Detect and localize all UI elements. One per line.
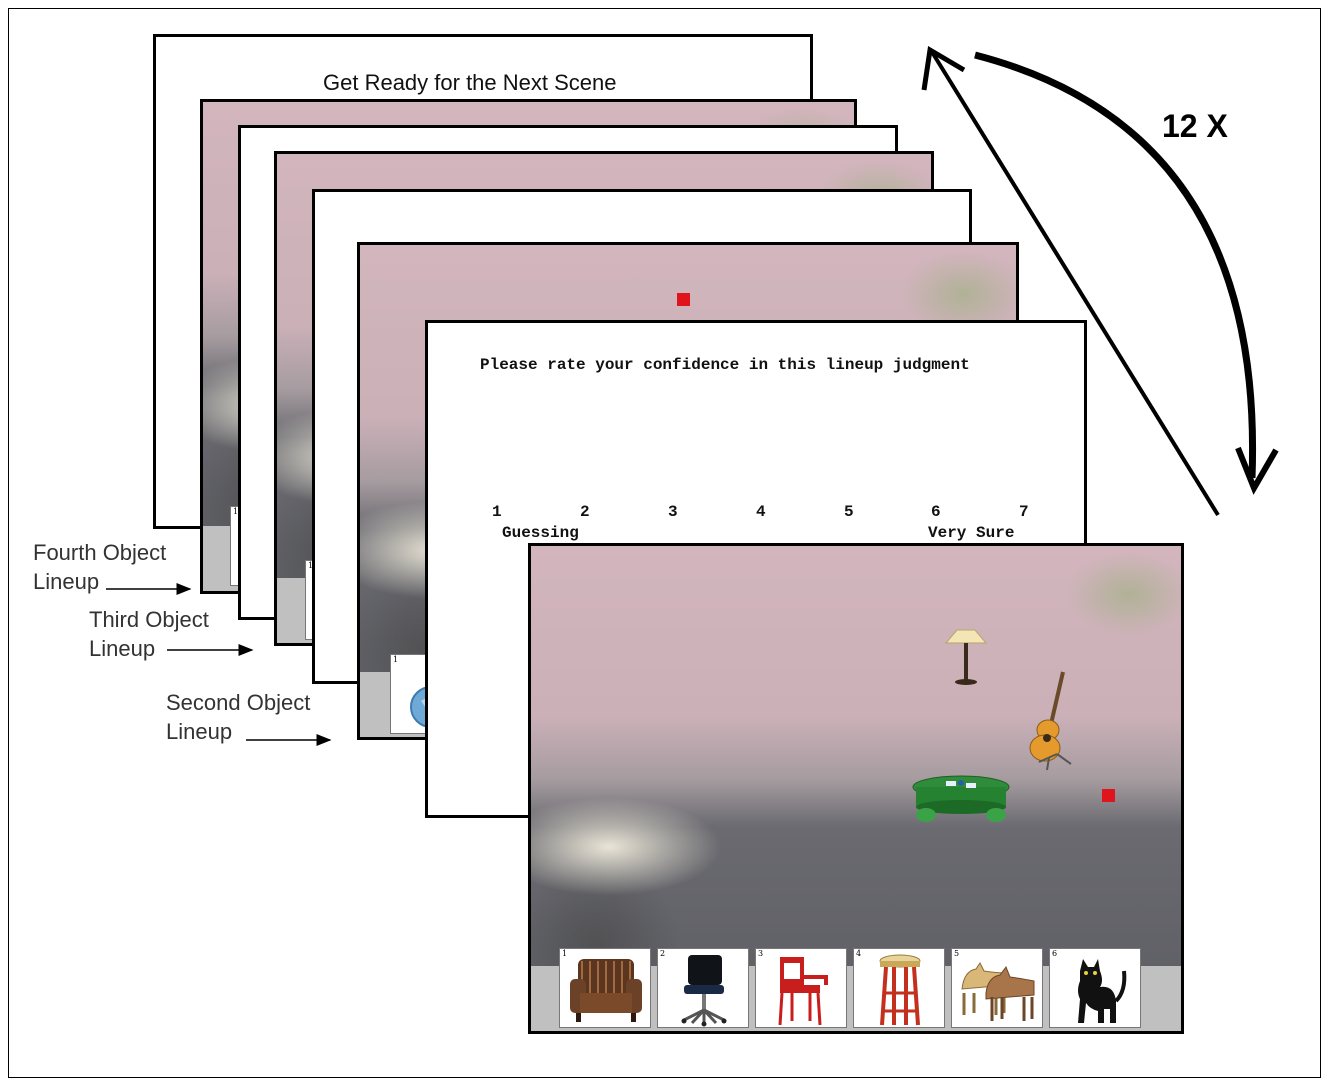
green-table-icon [912, 775, 1010, 822]
scale-high-anchor: Very Sure [928, 524, 1015, 542]
armchair-icon [570, 959, 642, 1022]
third-label-line1: Third Object [89, 607, 209, 632]
scale-low-anchor: Guessing [502, 524, 579, 542]
figure-frame [8, 8, 1321, 1078]
fourth-label-line1: Fourth Object [33, 540, 167, 565]
office-chair-icon [681, 955, 727, 1027]
lineup-number: 6 [1052, 949, 1058, 958]
scale-7[interactable]: 7 [1019, 503, 1029, 521]
lineup-number: 1 [233, 507, 239, 516]
lineup-item-4[interactable]: 4 [853, 948, 945, 1028]
third-object-label: Third Object Lineup [89, 605, 209, 663]
guitar-icon [1029, 671, 1072, 771]
second-label-line1: Second Object [166, 690, 311, 715]
lineup-number: 1 [308, 561, 314, 570]
lineup-number: 3 [758, 949, 764, 958]
red-chair-icon [778, 957, 828, 1026]
scale-3[interactable]: 3 [668, 503, 678, 521]
lineup-item-2[interactable]: 2 [657, 948, 749, 1028]
scale-5[interactable]: 5 [844, 503, 854, 521]
scale-6[interactable]: 6 [931, 503, 941, 521]
black-cat-icon [1078, 959, 1127, 1023]
scale-1[interactable]: 1 [492, 503, 502, 521]
scale-4[interactable]: 4 [756, 503, 766, 521]
lineup-number: 1 [393, 655, 399, 664]
fourth-object-label: Fourth Object Lineup [33, 538, 166, 596]
scene-screen-1: 1 2 3 4 [528, 543, 1184, 1034]
repeat-label: 12 X [1162, 108, 1228, 144]
lineup-number: 2 [660, 949, 666, 958]
lineup-number: 5 [954, 949, 960, 958]
third-label-line2: Lineup [89, 636, 156, 661]
get-ready-title: Get Ready for the Next Scene [323, 70, 617, 95]
lineup-number: 4 [856, 949, 862, 958]
lineup-item-3[interactable]: 3 [755, 948, 847, 1028]
second-object-label: Second Object Lineup [166, 688, 310, 746]
scale-2[interactable]: 2 [580, 503, 590, 521]
lineup-item-5[interactable]: 5 [951, 948, 1043, 1028]
fourth-label-line2: Lineup [33, 569, 100, 594]
lamp-icon [944, 629, 988, 685]
confidence-prompt: Please rate your confidence in this line… [480, 356, 970, 374]
stool-icon [879, 954, 921, 1026]
horse-figurine-icon [961, 962, 1035, 1021]
fixation-dot [1102, 789, 1115, 802]
lineup-item-1[interactable]: 1 [559, 948, 651, 1028]
fixation-dot [677, 293, 690, 306]
second-label-line2: Lineup [166, 719, 233, 744]
lineup-number: 1 [562, 949, 568, 958]
lineup-item-6[interactable]: 6 [1049, 948, 1141, 1028]
